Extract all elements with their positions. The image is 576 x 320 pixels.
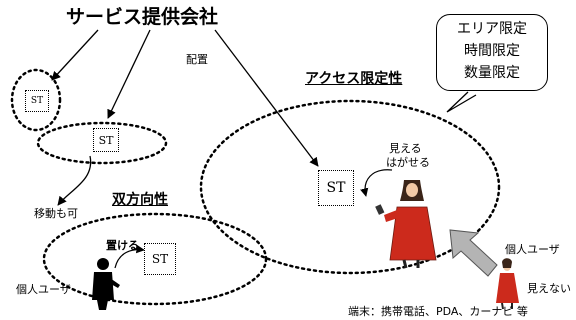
label-can-place: 置ける (106, 239, 139, 252)
service-provider-title: サービス提供会社 (66, 6, 219, 28)
arrow-see-st (360, 169, 393, 197)
arrow-to-small-st (51, 29, 99, 81)
man-user-figure (92, 258, 120, 310)
st-box-access: ST (318, 170, 354, 206)
callout-tail (446, 91, 477, 113)
label-invisible: 見えない (527, 282, 571, 295)
blocked-access-arrow (449, 229, 498, 277)
arrow-place-st (114, 244, 145, 269)
st-box-placed: ST (144, 243, 176, 275)
constraint-quantity: 数量限定 (464, 65, 520, 81)
constraints-box: エリア限定 時間限定 数量限定 (436, 14, 548, 91)
small-zone-ellipse (10, 68, 62, 132)
access-zone-ellipse (199, 99, 501, 275)
label-placement: 配置 (186, 53, 208, 66)
constraint-time: 時間限定 (464, 43, 520, 59)
interactive-zone-ellipse (42, 212, 268, 306)
label-movable: 移動も可 (34, 207, 78, 220)
st-box-mobile: ST (93, 128, 119, 152)
label-removable: はがせる (386, 156, 430, 169)
arrow-to-mobile-st (107, 29, 151, 119)
access-restriction-heading: アクセス限定性 (305, 71, 403, 87)
arrow-mobile-move (57, 155, 92, 206)
label-visible: 見える (389, 142, 422, 155)
mobile-zone-ellipse (36, 121, 168, 165)
label-individual-user-left: 個人ユーザ (16, 283, 71, 296)
arrow-placement (214, 29, 319, 167)
woman-user-figure (375, 180, 437, 269)
st-box-small: ST (25, 90, 49, 112)
label-individual-user-right: 個人ユーザ (505, 243, 560, 256)
small-user-figure (496, 258, 519, 310)
constraint-area: エリア限定 (457, 21, 527, 37)
label-terminal: 端末：携帯電話、PDA、カーナビ 等 (348, 305, 528, 318)
bidirectional-heading: 双方向性 (112, 192, 168, 208)
